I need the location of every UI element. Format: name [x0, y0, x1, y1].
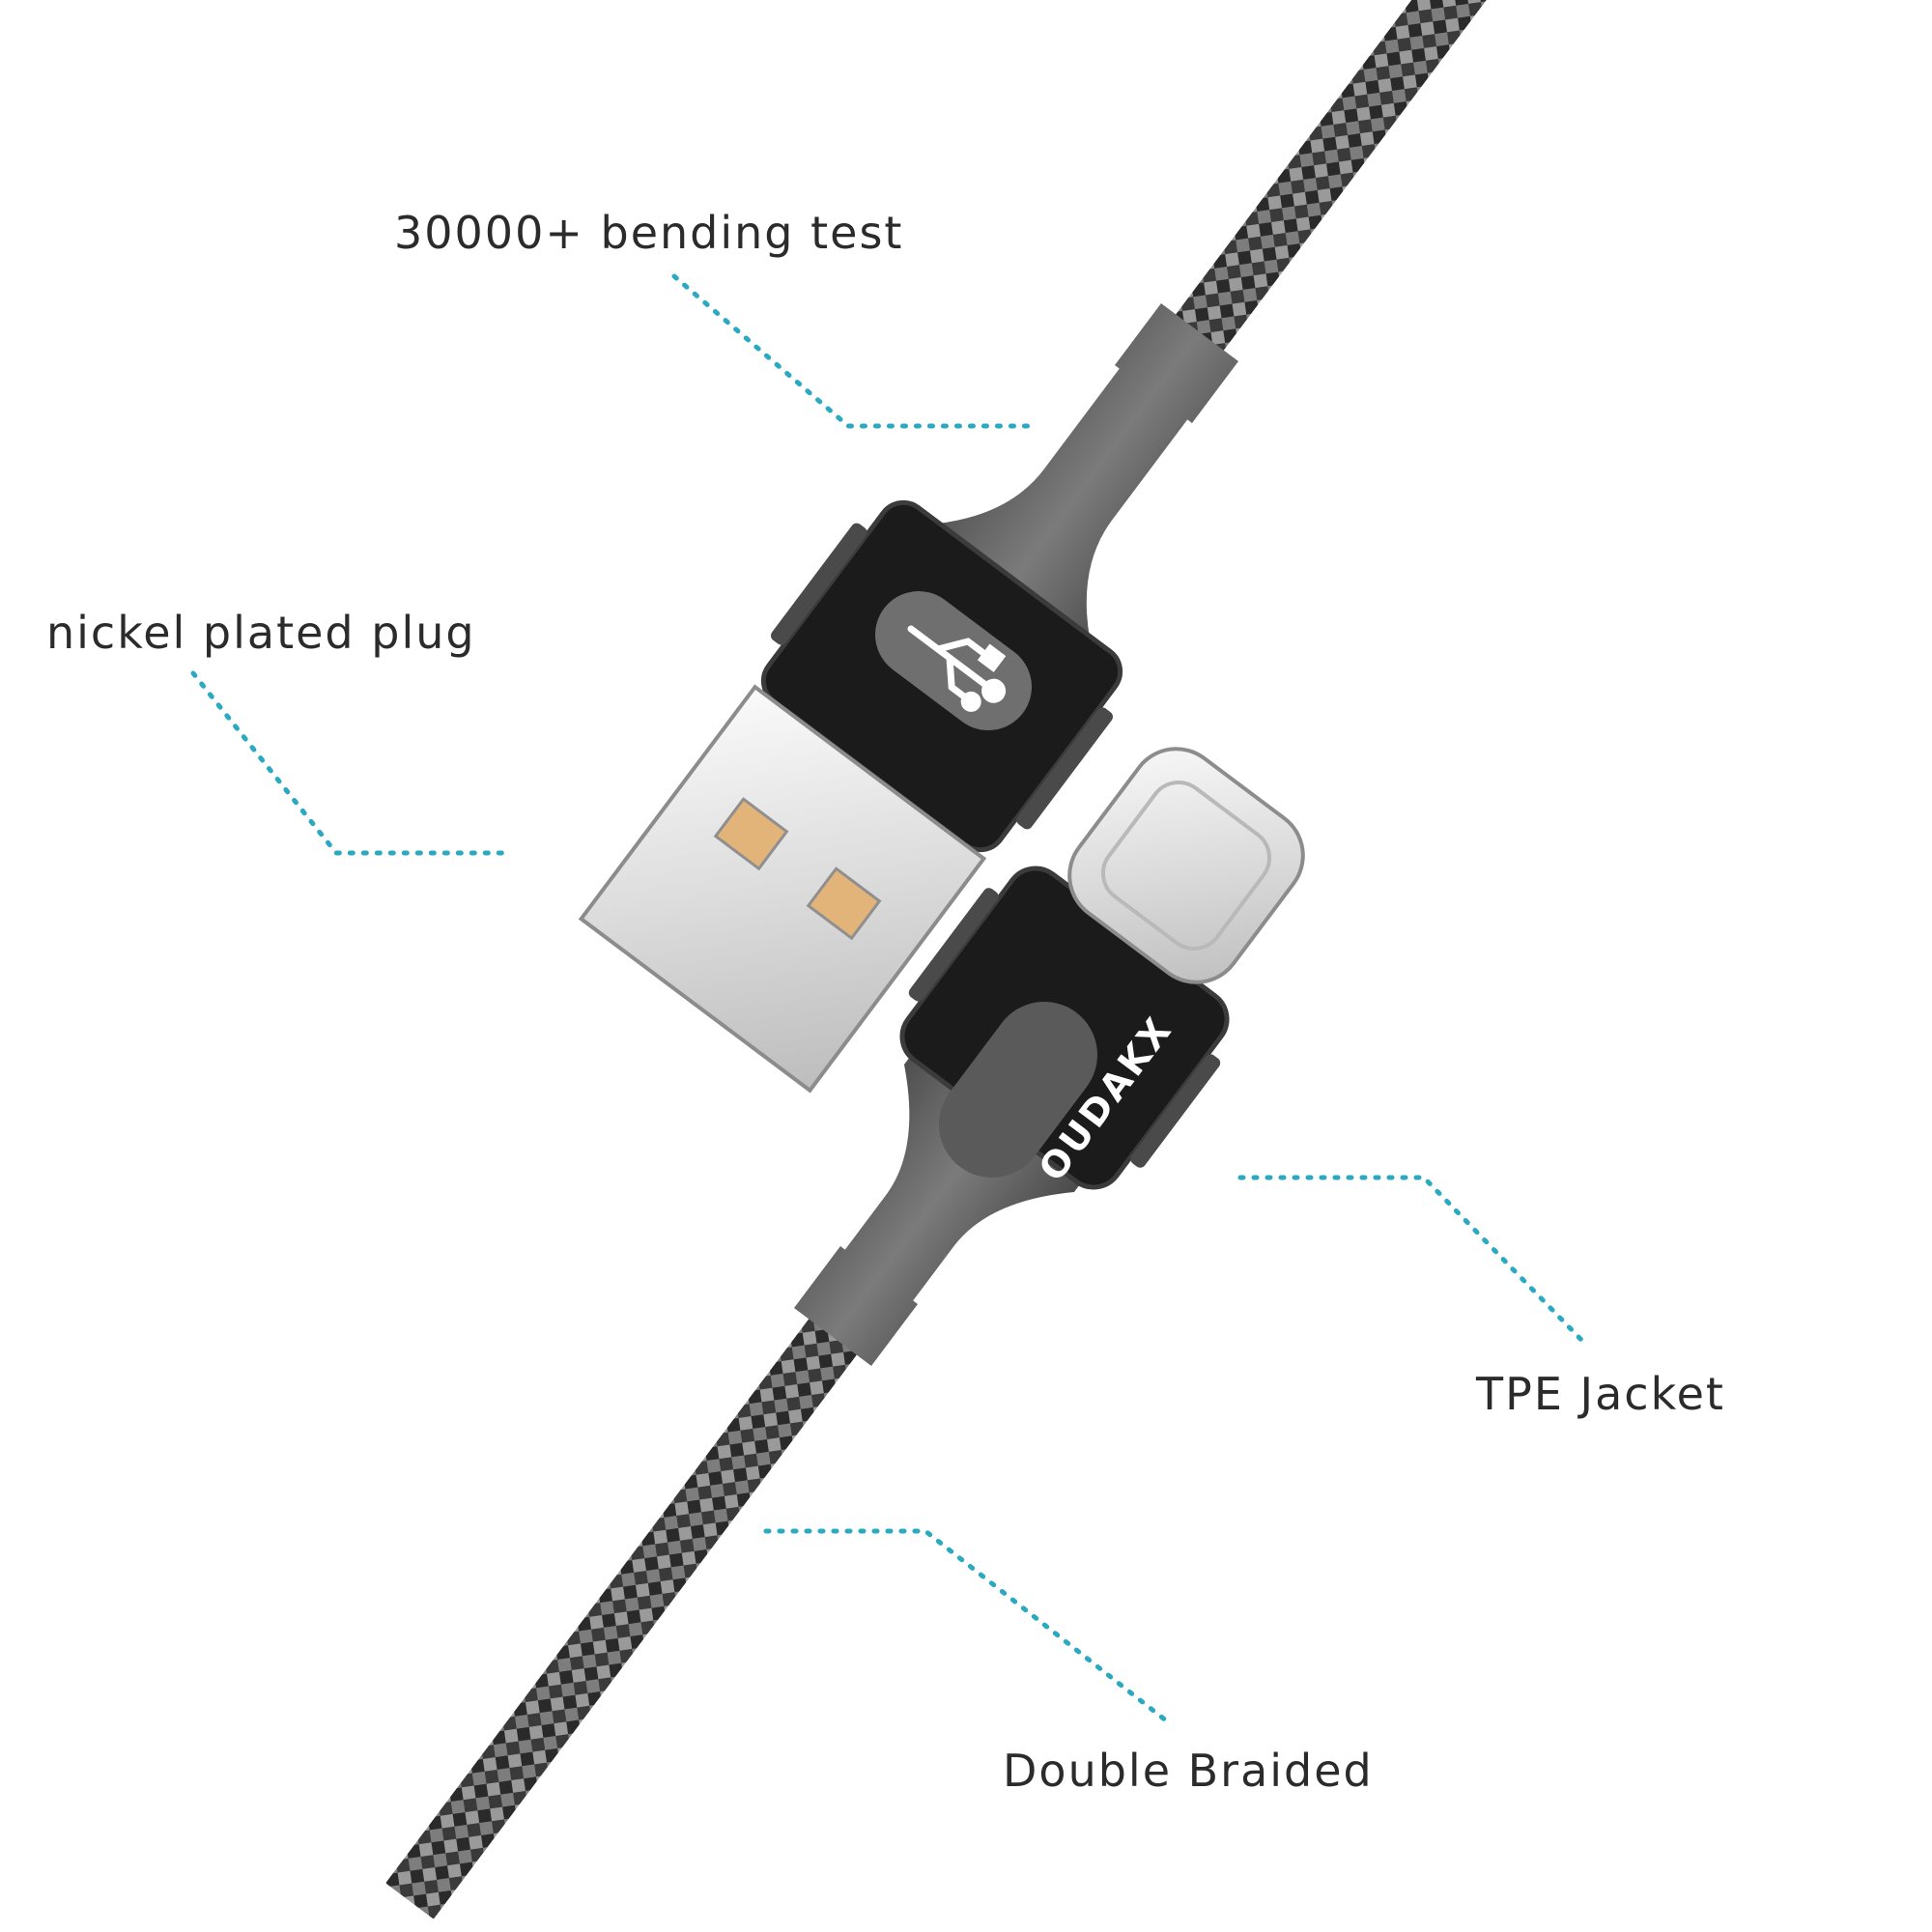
- brand-pill: [938, 1001, 1097, 1178]
- leader-bending: [671, 273, 1038, 429]
- plug-windows: [713, 797, 882, 941]
- usb-c-plug: [1067, 747, 1305, 984]
- callout-bending-test: 30000+ bending test: [394, 207, 904, 259]
- braided-cord-top: [1152, 0, 1531, 382]
- callout-double-braided: Double Braided: [1003, 1745, 1374, 1797]
- nickel-plated-plug: [578, 684, 987, 1094]
- leader-lines: [190, 273, 1585, 1727]
- leader-braided: [763, 1528, 1174, 1727]
- usb-c-cable: [385, 747, 1305, 1919]
- grip-ridges-bottom: [908, 888, 1221, 1168]
- usb-symbol-icon: [907, 625, 1007, 712]
- callout-tpe-jacket: TPE Jacket: [1476, 1368, 1725, 1420]
- grip-ridges-top: [770, 523, 1113, 830]
- braided-cord-bottom: [385, 1264, 897, 1919]
- leader-tpe: [1237, 1175, 1585, 1344]
- usb-a-cable: [578, 0, 1531, 1094]
- callout-nickel-plated-plug: nickel plated plug: [46, 607, 476, 659]
- leader-nickel: [190, 670, 513, 856]
